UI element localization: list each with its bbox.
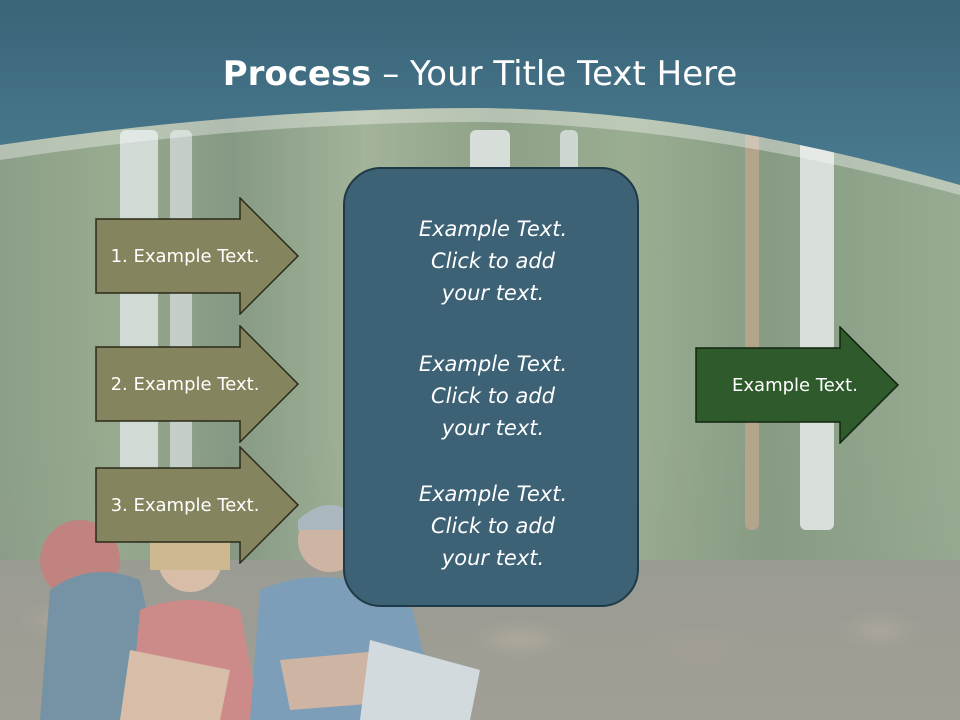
- item-line: Click to add: [430, 514, 555, 538]
- item-line: Example Text.: [418, 217, 568, 241]
- center-text-item-1[interactable]: Example Text. Click to add your text.: [345, 213, 641, 309]
- center-text-item-2[interactable]: Example Text. Click to add your text.: [345, 348, 641, 444]
- item-line: Example Text.: [418, 482, 568, 506]
- step-label: 3. Example Text.: [110, 494, 260, 516]
- right-arrow-shape: [95, 446, 300, 564]
- center-text-item-3[interactable]: Example Text. Click to add your text.: [345, 478, 641, 574]
- right-arrow-shape: [95, 325, 300, 443]
- item-line: your text.: [441, 546, 545, 570]
- right-arrow-shape: [95, 197, 300, 315]
- step-label: 1. Example Text.: [110, 245, 260, 267]
- center-text-box[interactable]: Example Text. Click to add your text. Ex…: [343, 167, 639, 607]
- item-line: your text.: [441, 416, 545, 440]
- process-step-arrow-1[interactable]: 1. Example Text.: [95, 197, 300, 315]
- title-rest: – Your Title Text Here: [371, 54, 738, 94]
- result-label: Example Text.: [732, 374, 858, 396]
- result-arrow[interactable]: Example Text.: [695, 326, 900, 444]
- header-band: [0, 0, 960, 195]
- tree-trunk: [800, 130, 834, 530]
- slide-title: Process – Your Title Text Here: [0, 52, 960, 96]
- item-line: Click to add: [430, 384, 555, 408]
- right-arrow-shape: [695, 326, 900, 444]
- tree-trunk: [120, 130, 158, 530]
- process-step-arrow-3[interactable]: 3. Example Text.: [95, 446, 300, 564]
- title-bold: Process: [222, 54, 372, 94]
- item-line: Example Text.: [418, 352, 568, 376]
- hikers-image: [40, 505, 480, 720]
- tree-trunk: [745, 130, 759, 530]
- item-line: Click to add: [430, 249, 555, 273]
- step-label: 2. Example Text.: [110, 373, 260, 395]
- process-step-arrow-2[interactable]: 2. Example Text.: [95, 325, 300, 443]
- item-line: your text.: [441, 281, 545, 305]
